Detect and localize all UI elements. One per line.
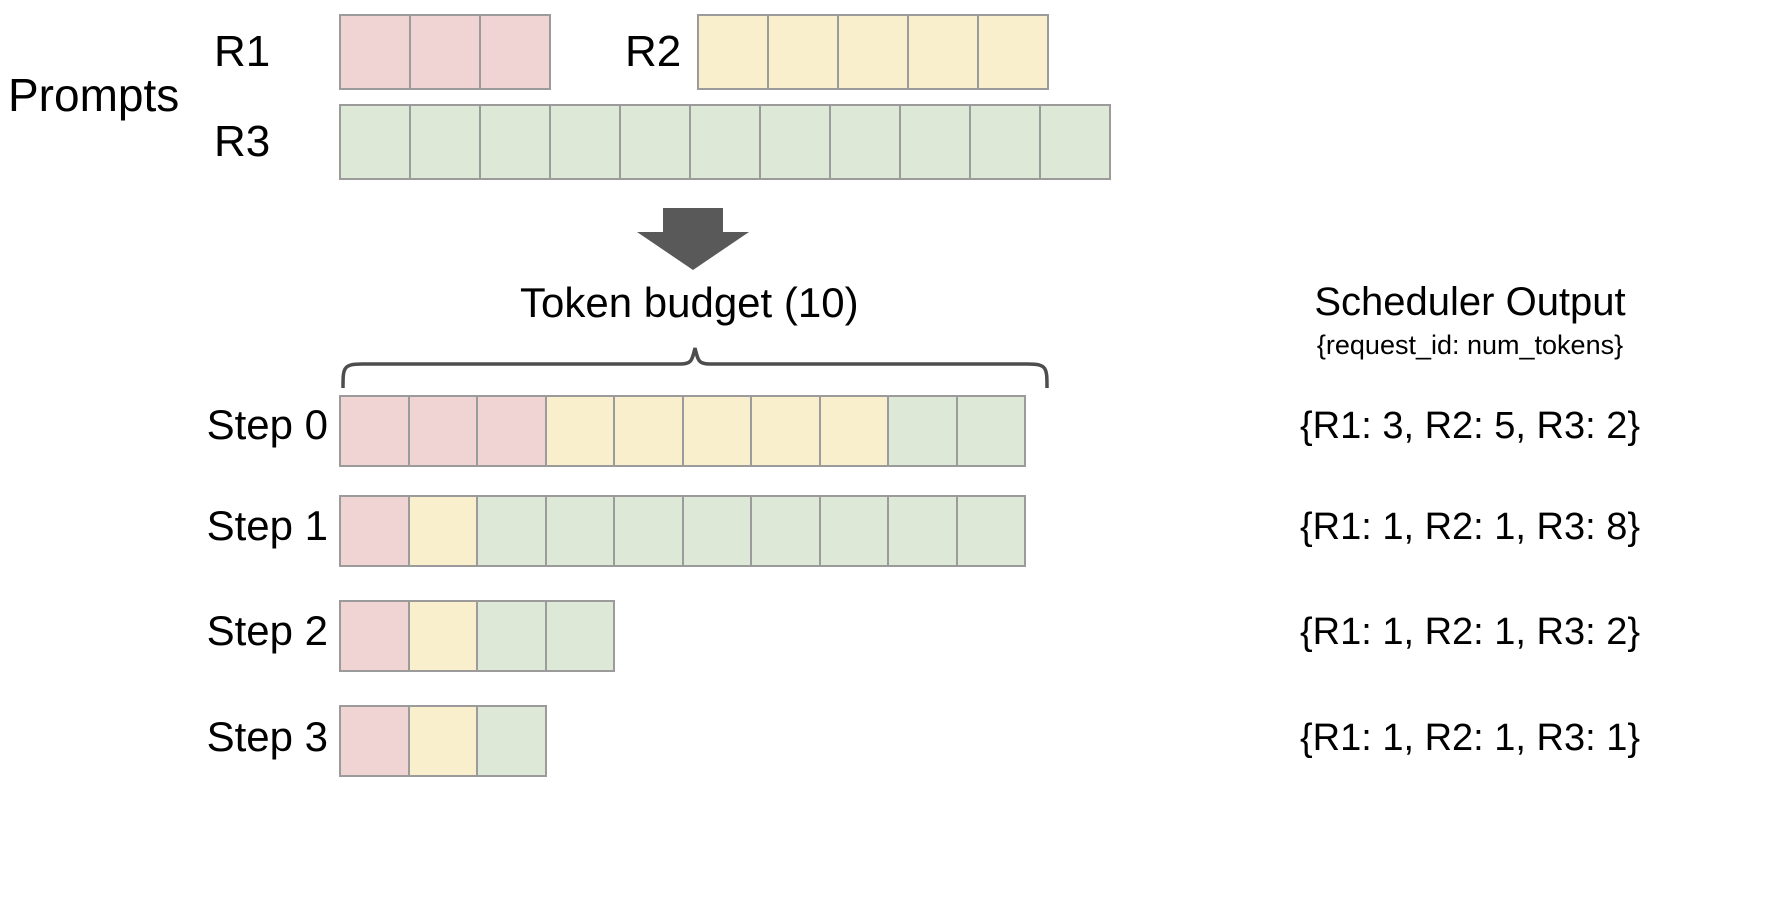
token-cell xyxy=(549,104,621,180)
token-cell xyxy=(689,104,761,180)
token-cell xyxy=(339,104,411,180)
token-cell xyxy=(407,705,478,777)
token-cell xyxy=(750,495,821,567)
token-cell xyxy=(407,600,478,672)
token-cell xyxy=(955,395,1026,467)
request-label-r1: R1 xyxy=(214,27,271,76)
step-label-1: Step 1 xyxy=(206,502,328,549)
scheduler-output-title: Scheduler Output xyxy=(1314,280,1626,324)
token-cell xyxy=(681,495,752,567)
token-cell xyxy=(339,600,410,672)
token-cell xyxy=(476,705,547,777)
step-label-2: Step 2 xyxy=(206,607,328,654)
request-label-r2: R2 xyxy=(625,27,682,76)
token-cell xyxy=(339,495,410,567)
token-cell xyxy=(479,14,551,90)
prompt-token-row-r3 xyxy=(339,104,1111,180)
step-token-row-2 xyxy=(339,600,615,672)
token-cell xyxy=(339,14,411,90)
token-cell xyxy=(339,395,410,467)
scheduler-output-step-0: {R1: 3, R2: 5, R3: 2} xyxy=(1299,405,1641,447)
step-label-0: Step 0 xyxy=(206,401,328,448)
token-cell xyxy=(977,14,1049,90)
step-token-row-0 xyxy=(339,395,1026,467)
token-cell xyxy=(476,395,547,467)
token-cell xyxy=(476,495,547,567)
token-cell xyxy=(767,14,839,90)
token-cell xyxy=(619,104,691,180)
token-cell xyxy=(409,104,481,180)
token-cell xyxy=(818,395,889,467)
token-cell xyxy=(339,705,410,777)
token-cell xyxy=(476,600,547,672)
token-cell xyxy=(829,104,901,180)
scheduler-output-step-1: {R1: 1, R2: 1, R3: 8} xyxy=(1299,506,1641,548)
step-label-3: Step 3 xyxy=(206,713,328,760)
prompt-token-row-r2 xyxy=(697,14,1049,90)
token-cell xyxy=(544,600,615,672)
prompts-section-label: Prompts xyxy=(8,69,180,121)
token-cell xyxy=(907,14,979,90)
request-label-r3: R3 xyxy=(214,117,271,166)
step-token-row-3 xyxy=(339,705,547,777)
down-arrow-icon xyxy=(637,208,749,270)
prompt-token-row-r1 xyxy=(339,14,551,90)
token-budget-label: Token budget (10) xyxy=(520,279,859,326)
token-cell xyxy=(899,104,971,180)
token-cell xyxy=(544,495,615,567)
token-cell xyxy=(887,495,958,567)
step-token-row-1 xyxy=(339,495,1026,567)
token-cell xyxy=(479,104,551,180)
token-cell xyxy=(407,395,478,467)
token-cell xyxy=(613,495,684,567)
scheduler-output-step-2: {R1: 1, R2: 1, R3: 2} xyxy=(1299,611,1641,653)
token-cell xyxy=(887,395,958,467)
token-cell xyxy=(955,495,1026,567)
token-cell xyxy=(409,14,481,90)
token-cell xyxy=(544,395,615,467)
curly-brace-icon xyxy=(340,346,1050,390)
scheduler-output-step-3: {R1: 1, R2: 1, R3: 1} xyxy=(1299,717,1641,759)
token-cell xyxy=(818,495,889,567)
token-cell xyxy=(969,104,1041,180)
token-cell xyxy=(837,14,909,90)
token-cell xyxy=(697,14,769,90)
scheduler-output-subtitle: {request_id: num_tokens} xyxy=(1316,330,1624,360)
token-cell xyxy=(613,395,684,467)
token-cell xyxy=(750,395,821,467)
token-cell xyxy=(1039,104,1111,180)
token-cell xyxy=(759,104,831,180)
token-cell xyxy=(681,395,752,467)
token-cell xyxy=(407,495,478,567)
